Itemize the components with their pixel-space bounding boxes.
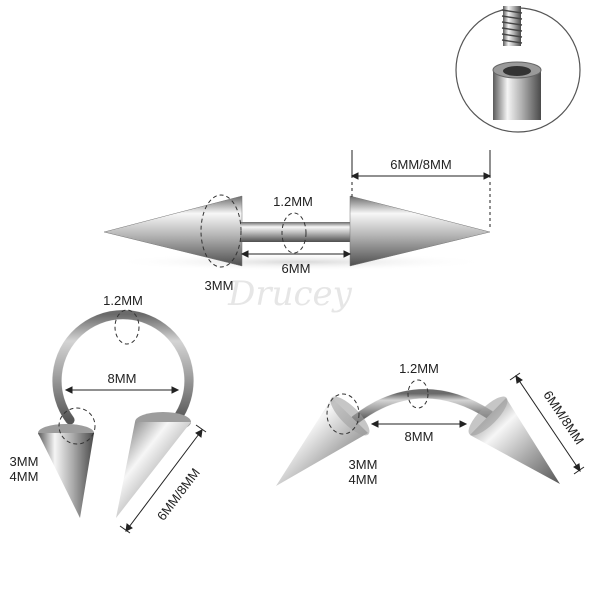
straight-barbell: 6MM/8MM 1.2MM 6MM 3MM: [103, 150, 492, 293]
horseshoe-diameter-label: 8MM: [108, 371, 137, 386]
horseshoe-diameter-dimension: [64, 386, 180, 394]
straight-bar: [240, 222, 352, 242]
horseshoe-thickness-label: 1.2MM: [103, 293, 143, 308]
horseshoe-thickness-marker: [114, 309, 140, 345]
horseshoe-base-label-2: 4MM: [10, 469, 39, 484]
curved-base-marker: [326, 393, 360, 435]
watermark: Drucey: [227, 274, 353, 314]
spike-base-label: 3MM: [205, 278, 234, 293]
curved-left-spike: [276, 396, 370, 486]
spike-length-dimension: [350, 150, 492, 230]
horseshoe-base-marker: [58, 407, 96, 445]
bar-thickness-marker: [281, 212, 307, 254]
bar-length-label: 6MM: [282, 261, 311, 276]
horseshoe-barbell: 1.2MM 8MM 3MM 4MM 6MM/8MM: [10, 293, 207, 534]
curved-spike-length-dimension: [509, 372, 585, 475]
bar-thickness-label: 1.2MM: [273, 194, 313, 209]
curved-barbell: 1.2MM 8MM 3MM 4MM 6MM/8MM: [276, 361, 587, 487]
curved-base-label-2: 4MM: [349, 472, 378, 487]
curved-thickness-marker: [407, 379, 429, 409]
curved-length-label: 8MM: [405, 429, 434, 444]
horseshoe-spike-length-label: 6MM/8MM: [154, 465, 203, 523]
thread-screw: [501, 6, 523, 46]
horseshoe-right-spike: [116, 412, 191, 518]
bar-length-dimension: [240, 250, 352, 258]
right-spike: [349, 195, 491, 267]
thread-detail-inset: [455, 6, 581, 133]
spike-length-label: 6MM/8MM: [390, 157, 451, 172]
curved-length-dimension: [370, 420, 468, 428]
horseshoe-base-label-1: 3MM: [10, 454, 39, 469]
curved-spike-length-label: 6MM/8MM: [540, 388, 587, 447]
curved-thickness-label: 1.2MM: [399, 361, 439, 376]
horseshoe-ring: [52, 310, 194, 425]
curved-right-spike: [468, 396, 560, 484]
curved-bar: [350, 389, 495, 425]
horseshoe-spike-length-dimension: [119, 424, 207, 534]
spike-base-marker: [200, 194, 242, 268]
horseshoe-left-spike: [38, 424, 94, 518]
curved-base-label-1: 3MM: [349, 457, 378, 472]
thread-tube: [492, 61, 542, 120]
